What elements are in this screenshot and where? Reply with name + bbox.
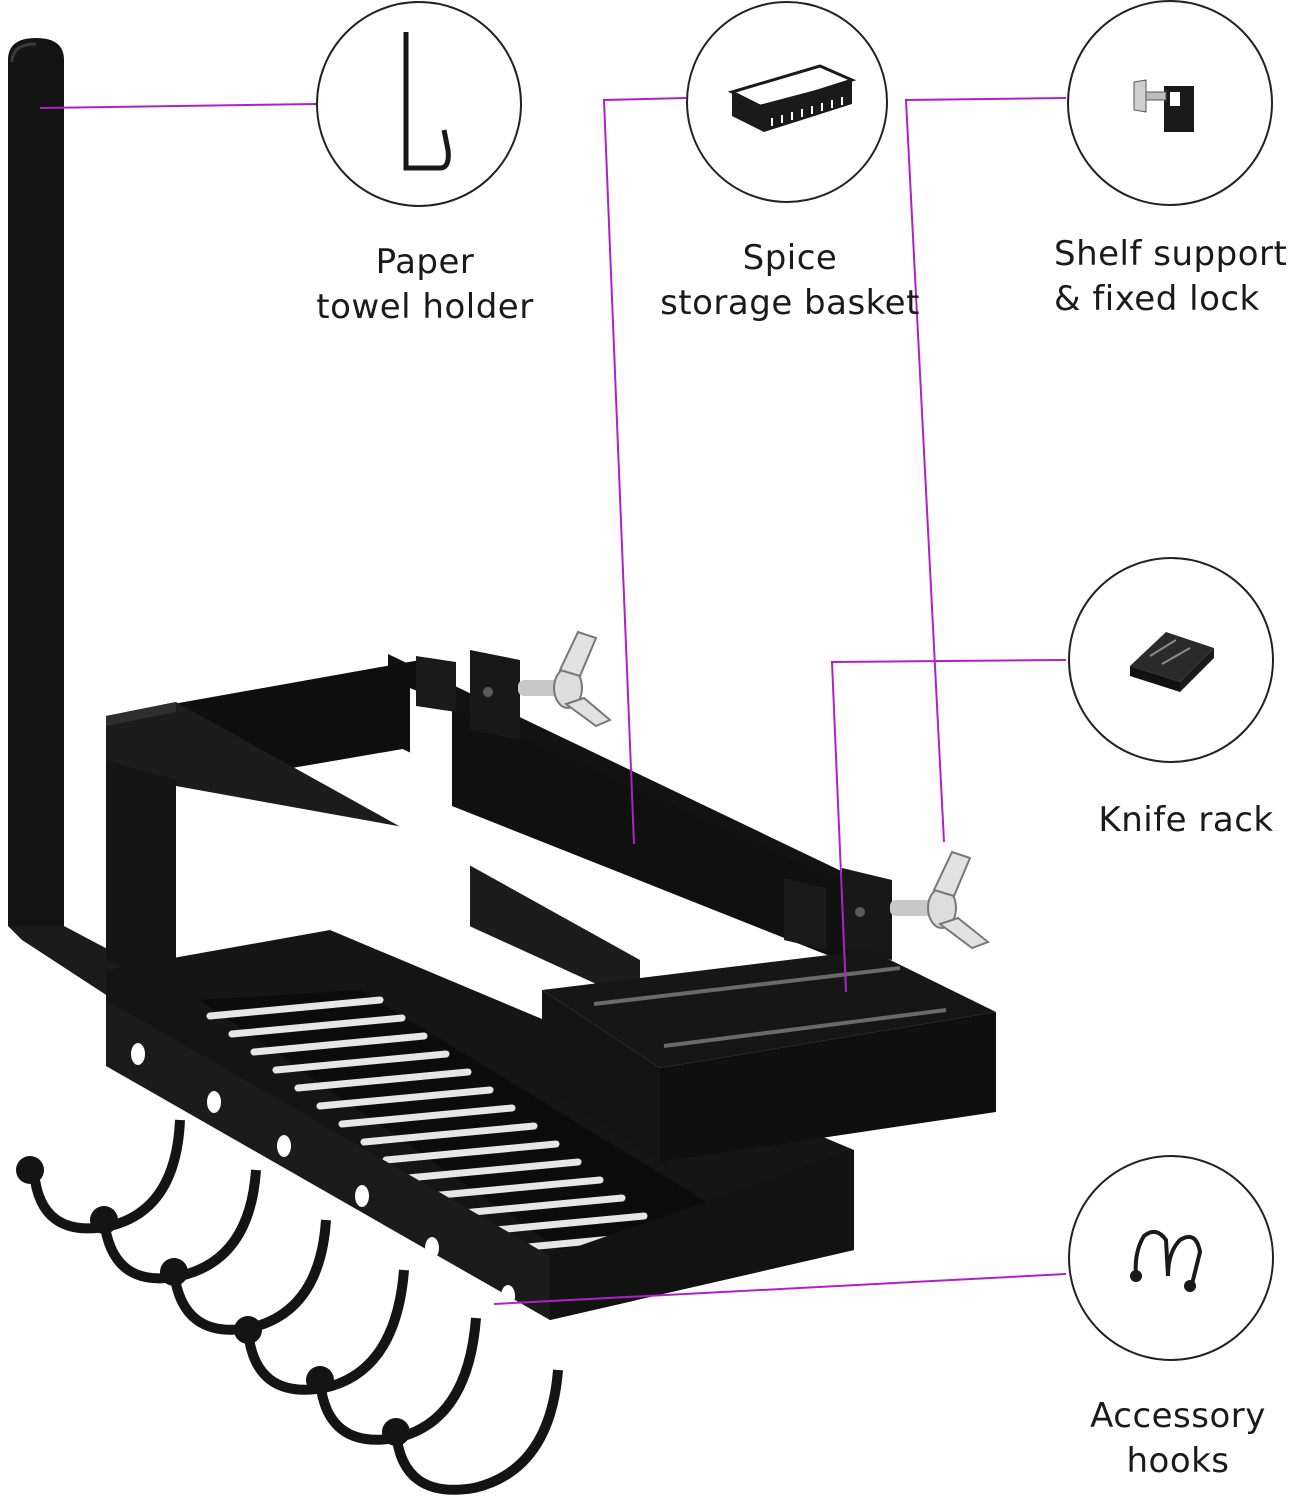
label-paper-towel-holder: Paper towel holder bbox=[300, 240, 550, 330]
callout-accessory-hooks bbox=[1068, 1155, 1274, 1361]
label-accessory-hooks: Accessory hooks bbox=[1078, 1394, 1278, 1484]
spice-rack-product bbox=[8, 38, 996, 1495]
double-hook-icon bbox=[1130, 1229, 1203, 1292]
callout-spice-basket bbox=[686, 1, 888, 203]
clamp-bracket-front bbox=[784, 850, 990, 960]
lower-basket bbox=[106, 930, 854, 1320]
label-line: Knife rack bbox=[1098, 800, 1274, 840]
upper-basket-frame bbox=[106, 654, 860, 1004]
leader-line-accessory-hooks bbox=[493, 1273, 1067, 1305]
callout-paper-towel bbox=[316, 1, 522, 207]
label-knife-rack: Knife rack bbox=[1086, 798, 1286, 843]
hook-row bbox=[16, 1119, 563, 1495]
leader-line-shelf-support bbox=[904, 97, 1067, 843]
leader-line-knife-rack bbox=[830, 659, 1067, 993]
label-line: & fixed lock bbox=[1054, 279, 1260, 319]
label-line: storage basket bbox=[660, 283, 920, 323]
paper-towel-holder bbox=[8, 38, 132, 1004]
basket-icon bbox=[727, 64, 857, 132]
label-spice-storage-basket: Spice storage basket bbox=[656, 236, 924, 326]
knife-block-icon bbox=[1130, 632, 1214, 692]
knife-rack-block bbox=[542, 950, 996, 1162]
label-shelf-support: Shelf support & fixed lock bbox=[1054, 232, 1288, 322]
label-line: hooks bbox=[1126, 1441, 1230, 1481]
leader-line-paper-towel bbox=[39, 103, 317, 109]
label-line: Shelf support bbox=[1054, 234, 1288, 274]
callout-shelf-support bbox=[1067, 0, 1273, 206]
label-line: Spice bbox=[742, 238, 838, 278]
leader-lines bbox=[39, 97, 1067, 1305]
leader-line-spice-basket bbox=[602, 97, 687, 845]
towel-hook-icon bbox=[403, 32, 451, 171]
clamp-lock-icon bbox=[1133, 79, 1194, 132]
clamp-bracket-rear bbox=[416, 630, 612, 740]
label-line: Paper bbox=[375, 242, 475, 282]
label-line: Accessory bbox=[1090, 1396, 1266, 1436]
label-line: towel holder bbox=[316, 287, 534, 327]
callout-knife-rack bbox=[1068, 557, 1274, 763]
